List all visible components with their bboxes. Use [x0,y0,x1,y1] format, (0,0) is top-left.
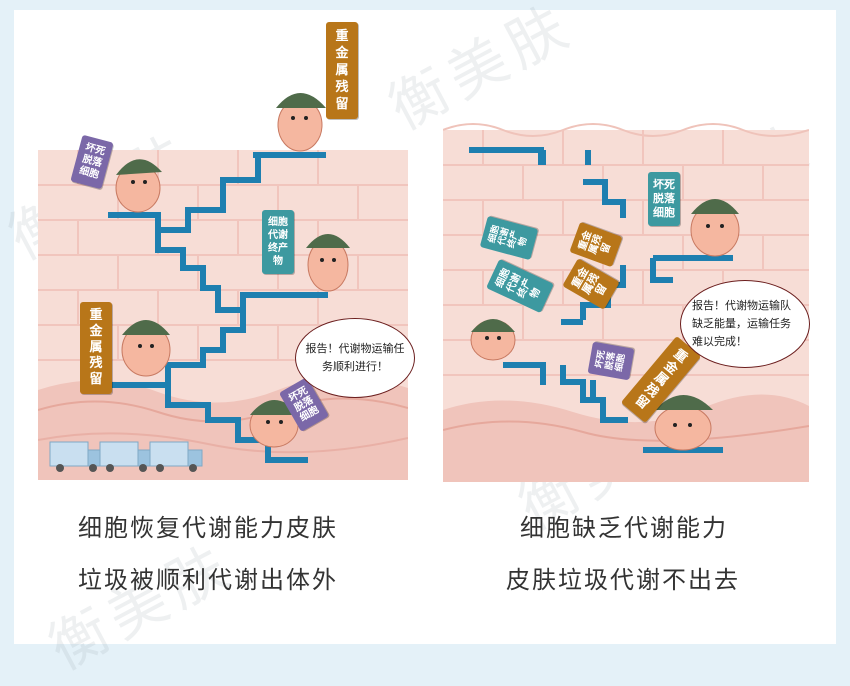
right-caption-line2: 皮肤垃圾代谢不出去 [506,566,740,594]
speech-bubble-success: 报告！代谢物运输任务顺利进行！ [295,318,415,398]
sign-dead-cells-right-top: 坏死脱落细胞 [648,172,680,226]
right-caption-line1: 细胞缺乏代谢能力 [520,514,728,542]
sign-heavy-metal-bottom: 重金属残留 [80,302,112,394]
speech-bubble-text: 报告！代谢物运输队缺乏能量，运输任务难以完成！ [692,299,791,348]
left-caption-line1: 细胞恢复代谢能力皮肤 [78,514,338,542]
sign-metabolic-products: 细胞代谢终产物 [262,210,294,274]
sign-heavy-metal-top: 重金属残留 [326,22,358,119]
left-caption-line2: 垃圾被顺利代谢出体外 [78,566,338,594]
speech-bubble-failure: 报告！代谢物运输队缺乏能量，运输任务难以完成！ [680,280,810,368]
cell-character [276,93,326,152]
speech-bubble-text: 报告！代谢物运输任务顺利进行！ [305,342,405,373]
